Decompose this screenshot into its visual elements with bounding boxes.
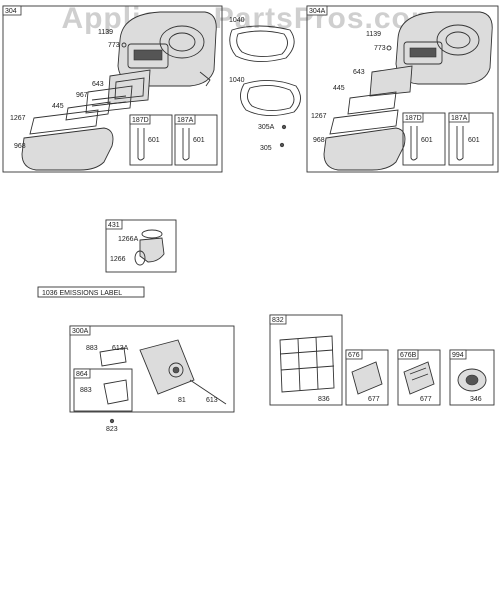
deflector-676	[351, 361, 383, 395]
box-187d-right	[402, 112, 446, 166]
gasket-1040-top	[229, 25, 295, 62]
callout-1266: 1266	[110, 256, 126, 263]
callout-968-left: 968	[14, 143, 26, 150]
emissions-label: 1036 EMISSIONS LABEL	[42, 290, 122, 297]
label-187d-left: 187D	[132, 117, 149, 124]
callout-601-b: 601	[193, 137, 205, 144]
part-1267-right	[329, 109, 399, 135]
callout-1266a: 1266A	[118, 236, 139, 243]
callout-445-right: 445	[333, 85, 345, 92]
group-304-frame	[2, 5, 223, 173]
group-304a-frame	[306, 5, 499, 173]
cover-968-left	[21, 127, 114, 171]
callout-643-right: 643	[353, 69, 365, 76]
watermark: AppliancePartsPros.com	[61, 2, 438, 35]
callout-823: 823	[106, 426, 118, 433]
label-304a: 304A	[309, 8, 326, 15]
callout-1040-top: 1040	[229, 17, 245, 24]
callout-677-b: 677	[420, 396, 432, 403]
tube-187d-right	[410, 126, 418, 161]
callout-1267-left: 1267	[10, 115, 26, 122]
callout-773-right: 773	[374, 45, 386, 52]
label-187d-right: 187D	[405, 115, 422, 122]
panel-643-left	[107, 69, 151, 105]
box-994	[449, 349, 495, 406]
box-676	[345, 349, 389, 406]
callout-883-b: 883	[80, 387, 92, 394]
label-304: 304	[5, 8, 17, 15]
callout-346: 346	[470, 396, 482, 403]
callout-81: 81	[178, 397, 186, 404]
callout-836: 836	[318, 396, 330, 403]
box-676b	[397, 349, 441, 406]
box-187d-left	[129, 114, 173, 166]
part-864	[103, 379, 129, 405]
callout-1139-left: 1139	[98, 29, 113, 36]
deflector-676b	[403, 361, 435, 395]
label-832: 832	[272, 317, 284, 324]
tube-187a-right	[456, 126, 464, 161]
label-676: 676	[348, 352, 360, 359]
box-300a	[69, 325, 235, 413]
callout-773-left: 773	[108, 42, 120, 49]
panel-643-right	[369, 65, 413, 97]
callout-1267-right: 1267	[311, 113, 327, 120]
tag-304	[2, 5, 22, 16]
emissions-label-frame	[37, 286, 145, 298]
box-431	[105, 219, 177, 273]
muffler-guard-832	[279, 335, 335, 393]
callout-967: 967	[76, 92, 88, 99]
callout-601-a: 601	[148, 137, 160, 144]
part-445-right	[347, 91, 397, 115]
box-187a-right	[448, 112, 494, 166]
box-187a-left	[174, 114, 218, 166]
breather-431	[134, 229, 165, 266]
grille-967	[85, 85, 133, 114]
label-864: 864	[76, 371, 88, 378]
callout-968-right: 968	[313, 137, 325, 144]
box-864	[73, 368, 133, 412]
tube-187d-left	[137, 128, 145, 161]
callout-1040: 1040	[229, 77, 245, 84]
callout-677-a: 677	[368, 396, 380, 403]
screen-994	[457, 368, 487, 392]
label-187a-left: 187A	[177, 117, 194, 124]
callout-305a: 305A	[258, 124, 275, 131]
gasket-1040	[240, 80, 301, 116]
cover-968-right	[323, 127, 406, 171]
callout-613: 613	[206, 397, 218, 404]
muffler-300a	[139, 339, 227, 405]
callout-601-c: 601	[421, 137, 433, 144]
label-187a-right: 187A	[451, 115, 468, 122]
gasket-883-a	[99, 347, 127, 367]
label-431: 431	[108, 222, 120, 229]
callout-445-left: 445	[52, 103, 64, 110]
tube-187a-left	[182, 128, 190, 161]
label-676b: 676B	[400, 352, 417, 359]
part-1267-left	[29, 109, 99, 135]
part-445-left	[65, 101, 111, 121]
callout-1139-right: 1139	[366, 31, 381, 38]
label-994: 994	[452, 352, 464, 359]
label-300a: 300A	[72, 328, 89, 335]
callout-883-a: 883	[86, 345, 98, 352]
callout-613a: 613A	[112, 345, 129, 352]
box-832	[269, 314, 343, 406]
callout-601-d: 601	[468, 137, 480, 144]
callout-305: 305	[260, 145, 272, 152]
callout-643-left: 643	[92, 81, 104, 88]
